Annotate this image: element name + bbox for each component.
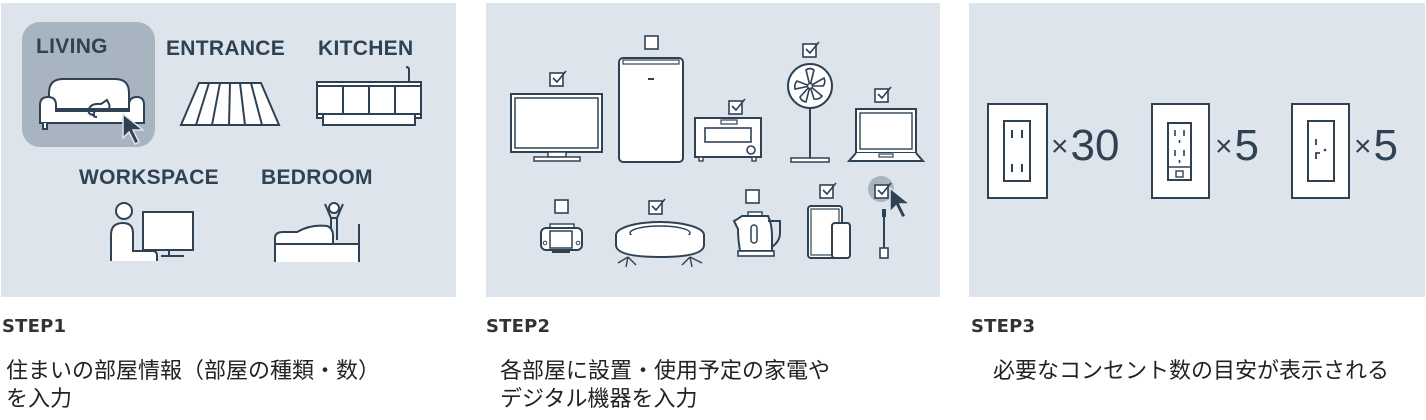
checkbox-unchecked-icon[interactable] — [554, 199, 570, 215]
step3-description: 必要なコンセント数の目安が表示される — [993, 359, 1390, 384]
checkbox-checked-icon[interactable] — [874, 85, 896, 103]
desk-computer-icon — [110, 202, 194, 261]
step1-illustration-panel: LIVING ENTRANCE KITCHEN WORKSPACE BEDROO… — [1, 3, 456, 297]
step1-description: 住まいの部屋情報（部屋の種類・数） を入力 — [6, 359, 381, 412]
tv-icon — [510, 93, 603, 162]
tablet-phone-icon — [807, 205, 851, 259]
sofa-icon — [39, 78, 145, 130]
mouse-cursor-icon — [122, 112, 146, 146]
outlet-count-standard: ×30 — [1051, 121, 1119, 171]
checkbox-checked-icon[interactable] — [648, 197, 670, 215]
step3-illustration-panel: ×30 ×5 ×5 — [969, 3, 1425, 297]
electric-toothbrush-icon — [879, 209, 889, 259]
room-label-living[interactable]: LIVING — [36, 35, 108, 58]
times-symbol: × — [1354, 130, 1372, 163]
room-label-kitchen[interactable]: KITCHEN — [318, 37, 414, 60]
step2-illustration-panel — [486, 3, 940, 297]
room-label-entrance[interactable]: ENTRANCE — [166, 37, 286, 60]
refrigerator-icon — [618, 57, 684, 163]
step2-description: 各部屋に設置・使用予定の家電や デジタル機器を入力 — [500, 359, 831, 412]
toaster-oven-icon — [694, 117, 762, 162]
count-value: 30 — [1070, 121, 1120, 170]
outlet-count-grounded: ×5 — [1215, 121, 1259, 171]
kitchen-counter-icon — [316, 66, 422, 126]
step2-label: STEP2 — [486, 316, 551, 337]
floor-icon — [179, 82, 281, 126]
checkbox-checked-icon[interactable] — [874, 181, 896, 199]
dedicated-outlet-icon — [1291, 103, 1350, 199]
checkbox-unchecked-icon[interactable] — [745, 189, 761, 205]
kettle-icon — [732, 211, 781, 257]
laptop-icon — [846, 108, 926, 162]
count-value: 5 — [1373, 121, 1399, 170]
checkbox-checked-icon[interactable] — [819, 181, 841, 199]
game-console-icon — [540, 223, 583, 253]
checkbox-checked-icon[interactable] — [549, 69, 571, 87]
step1-label: STEP1 — [2, 316, 67, 337]
fan-icon — [787, 63, 833, 163]
bed-icon — [274, 202, 360, 262]
robot-vacuum-icon — [615, 221, 705, 268]
outlet-count-dedicated: ×5 — [1354, 121, 1398, 171]
checkbox-unchecked-icon[interactable] — [644, 35, 660, 51]
mouse-cursor-icon — [889, 186, 913, 220]
step3-label: STEP3 — [971, 316, 1036, 337]
count-value: 5 — [1234, 121, 1260, 170]
room-label-workspace[interactable]: WORKSPACE — [79, 166, 219, 189]
checkbox-checked-icon[interactable] — [728, 97, 750, 115]
standard-outlet-icon — [987, 103, 1048, 199]
room-label-bedroom[interactable]: BEDROOM — [261, 166, 373, 189]
times-symbol: × — [1215, 130, 1233, 163]
checkbox-checked-icon[interactable] — [802, 40, 824, 58]
grounded-outlet-icon — [1151, 103, 1210, 199]
times-symbol: × — [1051, 130, 1069, 163]
